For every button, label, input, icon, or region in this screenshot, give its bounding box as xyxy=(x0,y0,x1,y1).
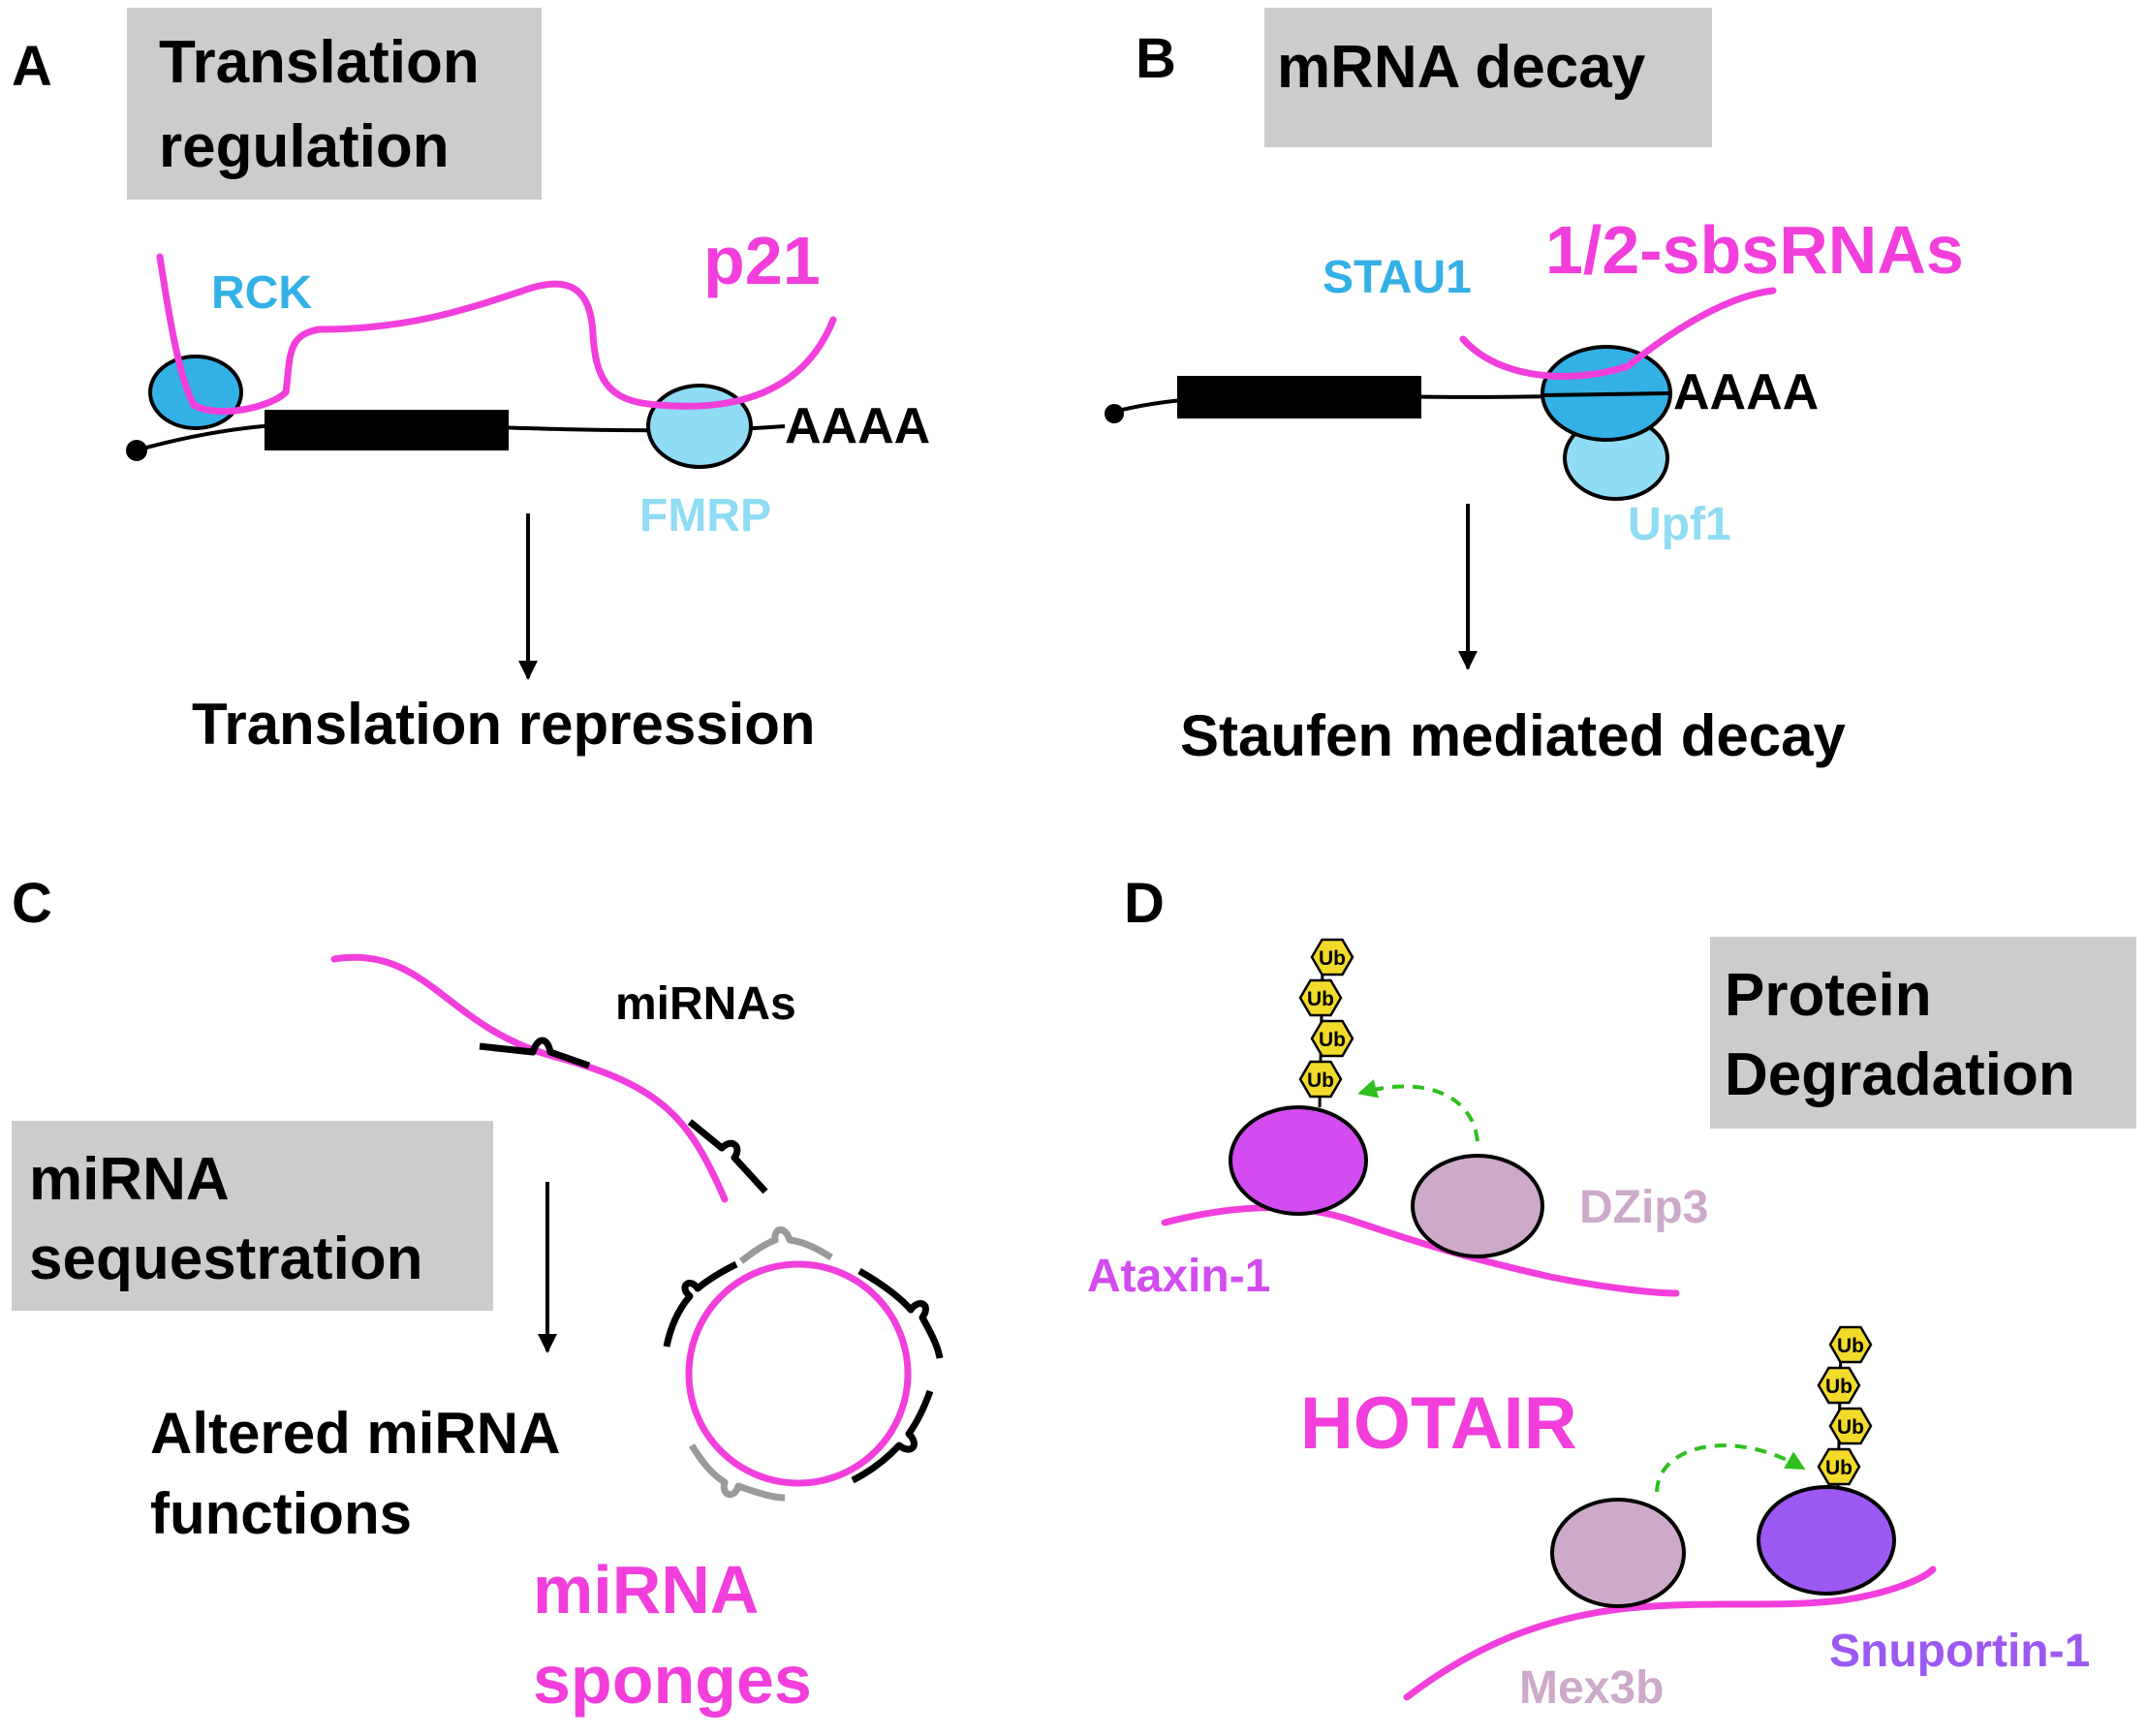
svg-text:Ub: Ub xyxy=(1307,988,1334,1010)
svg-text:Ub: Ub xyxy=(1307,1070,1334,1092)
panel-c-box-line2: sequestration xyxy=(29,1225,423,1292)
panel-c-box xyxy=(12,1121,493,1311)
panel-c-sponge-line1: miRNA xyxy=(533,1552,759,1628)
svg-text:Ub: Ub xyxy=(1837,1416,1864,1439)
panel-c-sponge-mirna-grey-top xyxy=(738,1226,833,1264)
panel-d-hotair-upper xyxy=(1161,1204,1680,1297)
panel-b-stau1-label: STAU1 xyxy=(1323,252,1472,303)
panel-c-outcome-line2: functions xyxy=(150,1481,412,1546)
panel-b-cap-dot xyxy=(1105,404,1124,423)
panel-d: D Protein Degradation Ub Ub Ub Ub Ataxin… xyxy=(1087,872,2136,1714)
panel-b: B mRNA decay STAU1 1/2-sbsRNAs AAAA Upf1… xyxy=(1105,8,1964,768)
panel-b-title-box xyxy=(1264,8,1712,147)
panel-a-letter: A xyxy=(12,35,52,98)
ub-icon: Ub xyxy=(1828,1325,1873,1364)
panel-c-sponge-line2: sponges xyxy=(533,1642,812,1718)
svg-text:Ub: Ub xyxy=(1825,1457,1852,1479)
panel-b-sbsrna xyxy=(1459,287,1777,380)
ub-icon: Ub xyxy=(1310,938,1354,976)
panel-a-p21-rna xyxy=(156,253,837,416)
panel-c-box-line1: miRNA xyxy=(29,1146,230,1213)
panel-b-letter: B xyxy=(1136,27,1176,90)
panel-d-transfer-arrow-lower xyxy=(1655,1443,1806,1493)
ub-icon: Ub xyxy=(1298,978,1343,1017)
panel-c-sponge-mirna-right-top xyxy=(857,1267,944,1359)
panel-c-mirnas-label: miRNAs xyxy=(615,978,796,1030)
panel-b-mrna-over-stau1 xyxy=(1541,391,1669,397)
panel-d-snuportin-protein xyxy=(1757,1485,1896,1596)
svg-text:Ub: Ub xyxy=(1319,947,1346,970)
panel-d-box-line1: Protein xyxy=(1725,962,1932,1029)
panel-a-rck-protein xyxy=(148,355,243,430)
panel-a-fmrp-protein xyxy=(646,384,753,469)
ub-icon: Ub xyxy=(1828,1407,1873,1445)
panel-d-mex3b-label: Mex3b xyxy=(1519,1662,1664,1714)
panel-d-dzip3-label: DZip3 xyxy=(1579,1182,1708,1233)
panel-c-sponge-mirna-right-bottom xyxy=(851,1389,934,1484)
panel-c-mirna-2 xyxy=(687,1119,768,1194)
panel-c-letter: C xyxy=(12,872,52,935)
panel-d-hotair-lower xyxy=(1403,1566,1937,1701)
panel-a-title-line2: regulation xyxy=(159,113,450,180)
panel-d-box-line2: Degradation xyxy=(1725,1041,2075,1108)
svg-text:Ub: Ub xyxy=(1825,1376,1852,1398)
panel-d-ataxin-label: Ataxin-1 xyxy=(1087,1251,1270,1302)
panel-d-dzip3-protein xyxy=(1411,1154,1544,1258)
panel-c: C miRNAs miRNA sequestration Altered miR… xyxy=(12,872,944,1718)
panel-b-coding-region xyxy=(1177,376,1421,418)
panel-b-polya-label: AAAA xyxy=(1673,364,1819,420)
panel-a-title-line1: Translation xyxy=(159,29,480,96)
ub-icon: Ub xyxy=(1310,1019,1354,1058)
panel-a-title-box xyxy=(127,8,542,200)
panel-d-mex3b-protein xyxy=(1550,1498,1686,1608)
panel-a-outcome: Translation repression xyxy=(192,692,816,757)
ub-icon: Ub xyxy=(1298,1060,1343,1099)
panel-c-outcome-line1: Altered miRNA xyxy=(150,1401,560,1466)
panel-a: A Translation regulation RCK p21 AAAA FM… xyxy=(12,8,930,757)
panel-d-ataxin-protein xyxy=(1229,1105,1368,1216)
panel-d-ub-chain-lower: Ub Ub Ub Ub xyxy=(1817,1325,1873,1486)
panel-d-snuportin-label: Snuportin-1 xyxy=(1829,1626,2090,1677)
panel-d-box xyxy=(1710,937,2136,1129)
panel-a-rck-label: RCK xyxy=(211,267,312,319)
panel-b-upf1-label: Upf1 xyxy=(1628,499,1731,550)
panel-c-sponge-mirna-grey-bottom xyxy=(689,1443,786,1502)
panel-a-polya-label: AAAA xyxy=(785,398,930,454)
panel-c-circrna xyxy=(685,1260,912,1487)
panel-a-fmrp-label: FMRP xyxy=(639,490,771,542)
panel-a-coding-region xyxy=(265,410,509,450)
panel-c-mirna-1 xyxy=(479,1037,591,1070)
panel-b-sbsrna-label: 1/2-sbsRNAs xyxy=(1545,212,1964,288)
panel-b-outcome: Staufen mediated decay xyxy=(1180,703,1847,768)
panel-b-title: mRNA decay xyxy=(1277,34,1646,101)
panel-c-sponge-mirna-left xyxy=(663,1260,738,1348)
ub-icon: Ub xyxy=(1817,1366,1861,1405)
panel-a-cap-dot xyxy=(126,440,147,461)
panel-a-p21-label: p21 xyxy=(703,223,821,298)
panel-d-transfer-arrow-upper xyxy=(1357,1079,1479,1142)
panel-d-ub-chain-upper: Ub Ub Ub Ub xyxy=(1298,938,1354,1099)
panel-d-hotair-label: HOTAIR xyxy=(1300,1382,1577,1465)
panel-d-letter: D xyxy=(1124,872,1165,935)
svg-text:Ub: Ub xyxy=(1837,1335,1864,1357)
svg-text:Ub: Ub xyxy=(1319,1029,1346,1051)
ub-icon: Ub xyxy=(1817,1447,1861,1486)
